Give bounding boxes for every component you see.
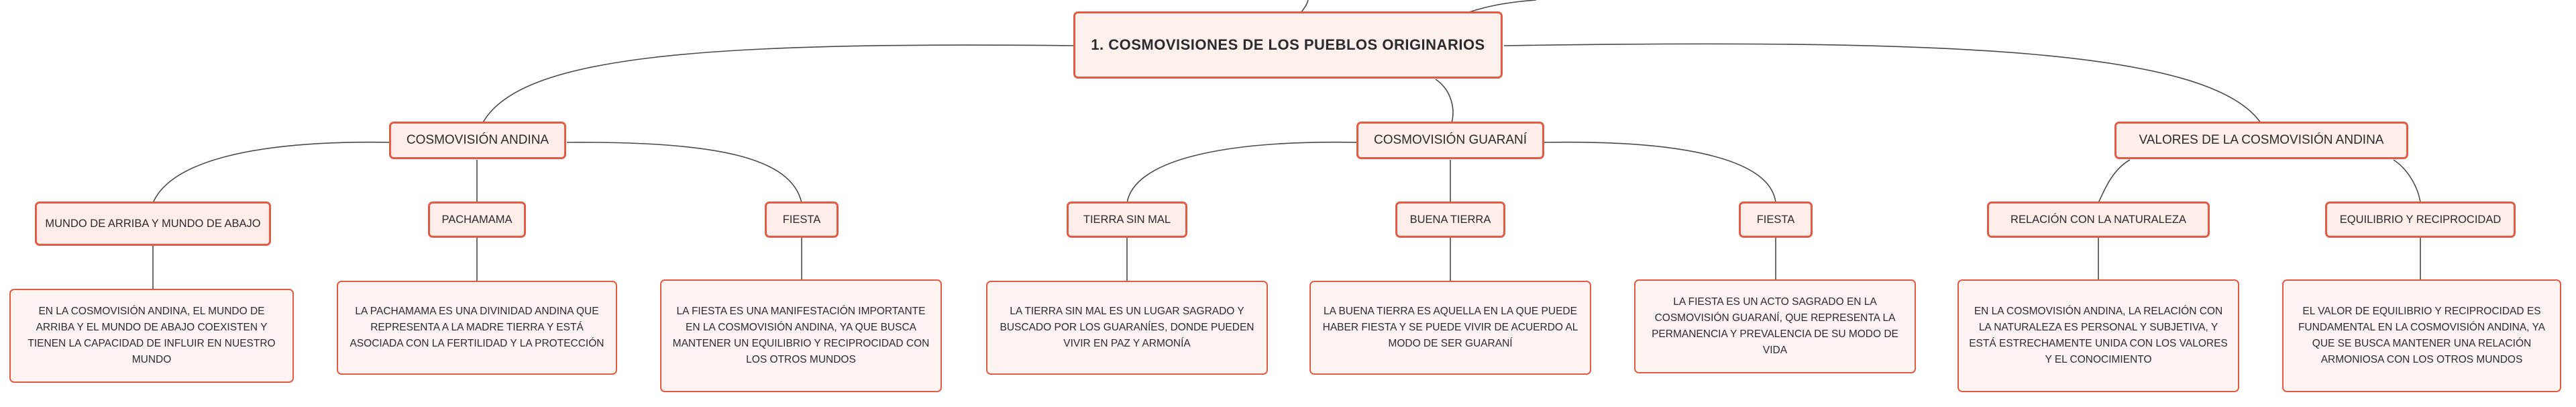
root-topic[interactable]: 1. COSMOVISIONES DE LOS PUEBLOS ORIGINAR… [1073, 11, 1503, 79]
connector-valores-equilibrio [2393, 159, 2421, 204]
subtopic-tierra-sin-mal[interactable]: TIERRA SIN MAL [1067, 201, 1187, 238]
branch-valores-cosmovision-andina[interactable]: VALORES DE LA COSMOVISIÓN ANDINA [2114, 122, 2408, 159]
subtopic-mundo-arriba-abajo[interactable]: MUNDO DE ARRIBA Y MUNDO DE ABAJO [35, 201, 271, 246]
subtopic-relacion-naturaleza[interactable]: RELACIÓN CON LA NATURALEZA [1987, 201, 2210, 238]
subtopic-fiesta-guarani[interactable]: FIESTA [1739, 201, 1813, 238]
connector-root-guarani [1435, 79, 1454, 126]
subtopic-buena-tierra[interactable]: BUENA TIERRA [1395, 201, 1505, 238]
connector-root-andina [481, 44, 1076, 126]
connector-offscreen-right [1468, 0, 1537, 13]
detail-equilibrio-reciprocidad[interactable]: EL VALOR DE EQUILIBRIO Y RECIPROCIDAD ES… [2282, 279, 2561, 392]
subtopic-pachamama[interactable]: PACHAMAMA [428, 201, 526, 238]
detail-fiesta-andina[interactable]: LA FIESTA ES UNA MANIFESTACIÓN IMPORTANT… [660, 279, 942, 392]
detail-pachamama[interactable]: LA PACHAMAMA ES UNA DIVINIDAD ANDINA QUE… [337, 281, 617, 375]
connector-valores-relacion [2098, 159, 2131, 204]
connector-offscreen-left [1301, 0, 1309, 13]
branch-cosmovision-andina[interactable]: COSMOVISIÓN ANDINA [389, 122, 566, 159]
detail-fiesta-guarani[interactable]: LA FIESTA ES UN ACTO SAGRADO EN LA COSMO… [1634, 279, 1916, 373]
detail-mundo-arriba-abajo[interactable]: EN LA COSMOVISIÓN ANDINA, EL MUNDO DE AR… [9, 289, 294, 383]
connector-root-valores [1503, 43, 2263, 126]
detail-relacion-naturaleza[interactable]: EN LA COSMOVISIÓN ANDINA, LA RELACIÓN CO… [1957, 279, 2239, 392]
subtopic-fiesta-andina[interactable]: FIESTA [765, 201, 839, 238]
branch-cosmovision-guarani[interactable]: COSMOVISIÓN GUARANÍ [1356, 122, 1544, 159]
connector-andina-fiesta [566, 142, 802, 204]
connector-andina-mundo [152, 141, 395, 204]
detail-tierra-sin-mal[interactable]: LA TIERRA SIN MAL ES UN LUGAR SAGRADO Y … [986, 281, 1268, 375]
connector-guarani-tierrasinmal [1126, 141, 1360, 204]
connector-guarani-fiesta [1542, 141, 1776, 204]
detail-buena-tierra[interactable]: LA BUENA TIERRA ES AQUELLA EN LA QUE PUE… [1309, 281, 1591, 375]
subtopic-equilibrio-reciprocidad[interactable]: EQUILIBRIO Y RECIPROCIDAD [2325, 201, 2516, 238]
